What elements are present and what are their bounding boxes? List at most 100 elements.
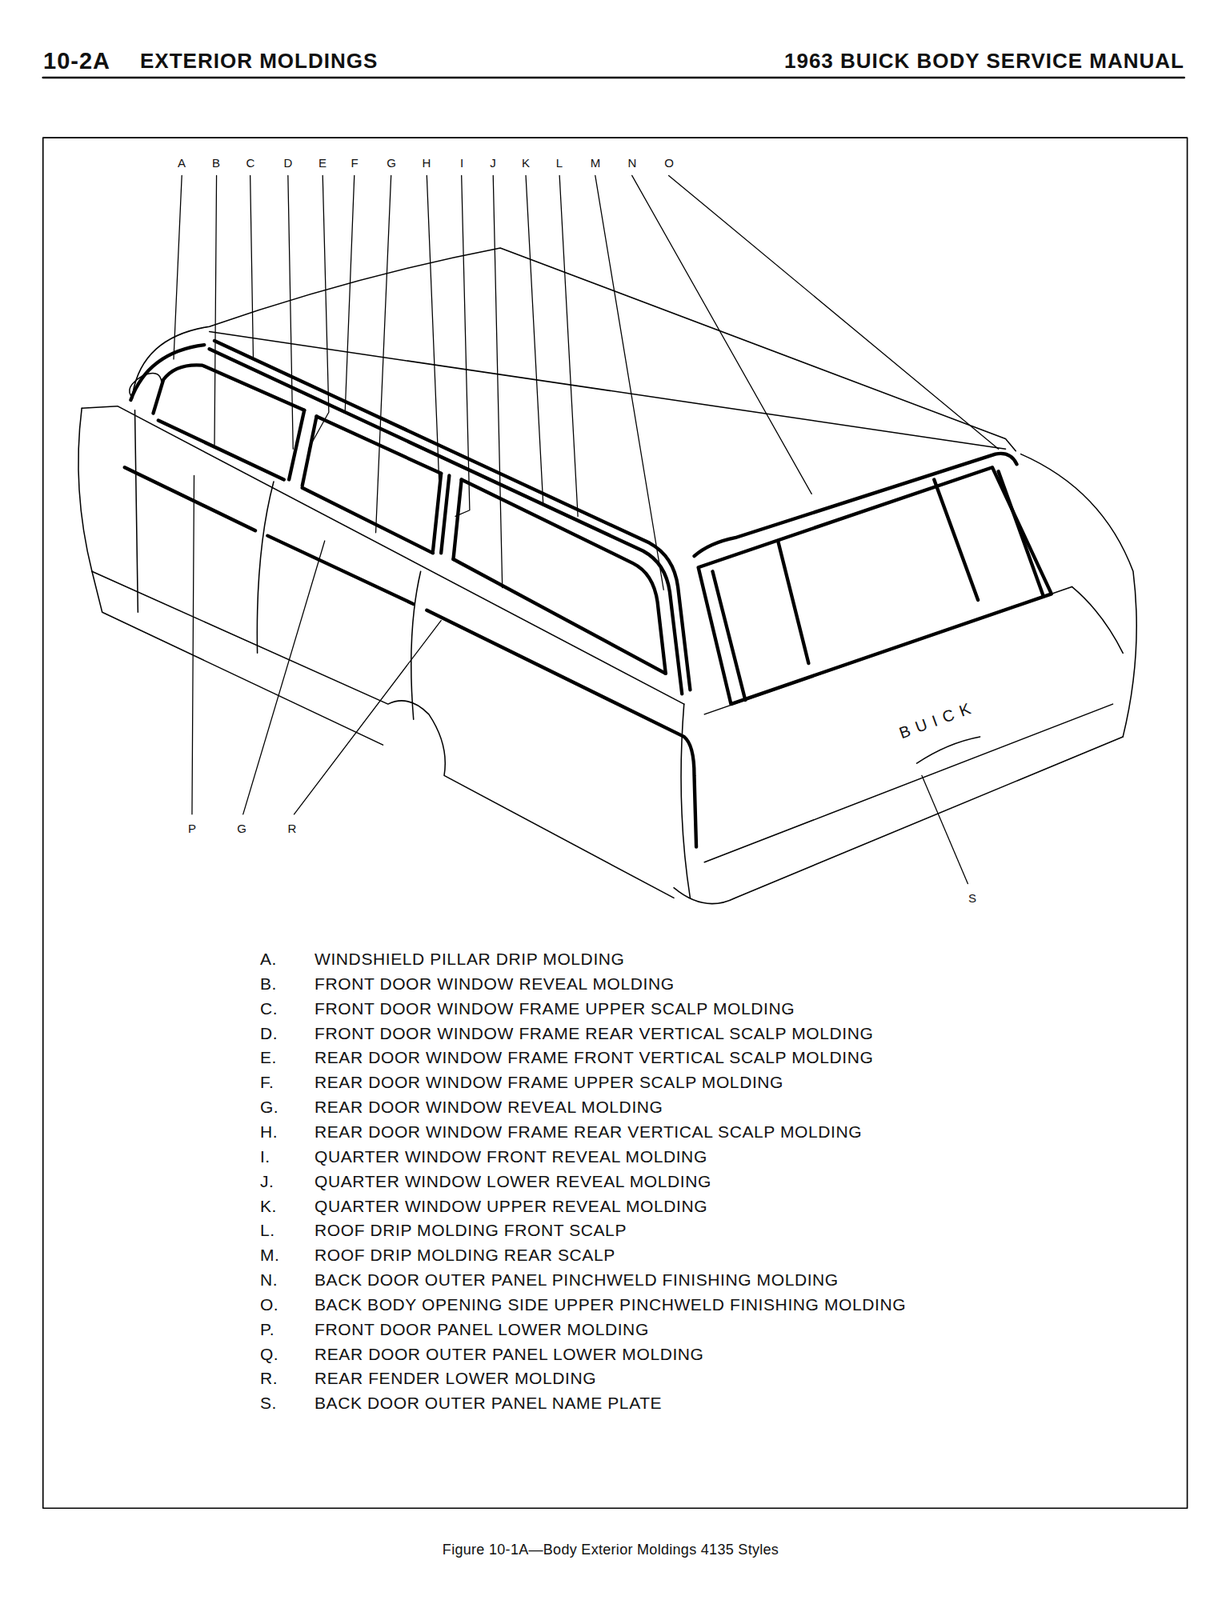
back-window-dividers: [777, 479, 978, 664]
callout-letter: R: [288, 821, 297, 836]
legend-letter: Q.: [260, 1345, 279, 1365]
leader-line: [426, 175, 439, 480]
legend-text: QUARTER WINDOW LOWER REVEAL MOLDING: [314, 1172, 712, 1192]
leader-line: [250, 175, 254, 360]
leader-line: [344, 175, 354, 410]
leader-line: [525, 175, 544, 505]
legend-letter: B.: [260, 974, 277, 994]
callout-letter: H: [422, 156, 432, 170]
fin-line: [1071, 586, 1123, 654]
legend-letter: N.: [260, 1270, 278, 1291]
legend-letter: H.: [260, 1122, 278, 1142]
callout-letter: K: [521, 156, 530, 170]
legend-letter: C.: [260, 999, 278, 1019]
legend-text: REAR FENDER LOWER MOLDING: [314, 1369, 597, 1389]
leader-line: [669, 175, 999, 449]
page-number: 10-2A: [43, 48, 111, 75]
front-window-reveal: [158, 420, 285, 481]
front-window-rear-scalp: [288, 410, 305, 481]
front-cut: [78, 408, 93, 572]
legend-letter: P.: [260, 1320, 275, 1340]
back-window-sides: [712, 471, 1043, 701]
rear-door-lower-molding: [267, 536, 413, 605]
callout-letter: G: [386, 156, 397, 170]
legend-text: FRONT DOOR WINDOW REVEAL MOLDING: [314, 974, 675, 994]
legend-letter: I.: [260, 1147, 271, 1167]
front-door-lower-molding: [124, 467, 256, 531]
legend-text: FRONT DOOR WINDOW FRAME UPPER SCALP MOLD…: [314, 999, 795, 1019]
rear-bumper: [673, 737, 1123, 905]
leader-line: [173, 175, 182, 360]
legend-text: FRONT DOOR WINDOW FRAME REAR VERTICAL SC…: [314, 1023, 874, 1043]
callout-letter: C: [246, 156, 256, 170]
callout-letter: S: [968, 891, 977, 906]
front-door-edge: [135, 410, 139, 614]
leader-line: [455, 175, 470, 517]
roof-drip: [209, 348, 683, 694]
legend-letter: F.: [260, 1073, 274, 1093]
roof-line: [209, 332, 1006, 450]
legend-letter: J.: [260, 1172, 274, 1192]
callout-letter: G: [236, 821, 247, 836]
rocker: [92, 571, 384, 746]
callout-letter: O: [664, 156, 674, 170]
manual-title: 1963 BUICK BODY SERVICE MANUAL: [784, 49, 1185, 74]
callout-letter: N: [628, 156, 638, 170]
body-outline: [78, 248, 1137, 905]
legend-text: QUARTER WINDOW UPPER REVEAL MOLDING: [314, 1196, 708, 1216]
leader-line: [921, 775, 968, 884]
callout-letter: B: [212, 156, 221, 170]
rear-window-rear-scalp: [432, 473, 449, 553]
rear-window-front-scalp: [302, 416, 317, 486]
legend-text: ROOF DRIP MOLDING REAR SCALP: [314, 1246, 616, 1266]
legend-letter: L.: [260, 1221, 276, 1241]
rear-window-reveal: [302, 488, 433, 554]
leader-line: [632, 175, 812, 494]
nameplate-text: BUICK: [897, 697, 980, 743]
legend-text: REAR DOOR OUTER PANEL LOWER MOLDING: [314, 1345, 705, 1365]
roof-outline: [132, 248, 1016, 452]
leader-line: [243, 540, 325, 815]
quarter-lower-reveal: [452, 559, 666, 674]
legend-text: BACK BODY OPENING SIDE UPPER PINCHWELD F…: [314, 1295, 906, 1315]
rear-door-rear-edge: [411, 571, 421, 720]
tailgate-handle: [917, 737, 981, 764]
back-window-molding: [698, 467, 1052, 705]
leader-line: [559, 175, 578, 517]
legend-text: REAR DOOR WINDOW FRAME REAR VERTICAL SCA…: [314, 1122, 862, 1142]
rear-corner: [681, 704, 690, 898]
quarter-front-reveal: [452, 479, 461, 559]
legend-letter: R.: [260, 1369, 278, 1389]
callout-letter: D: [284, 156, 293, 170]
leader-line: [288, 175, 293, 449]
legend-text: ROOF DRIP MOLDING FRONT SCALP: [314, 1221, 627, 1241]
legend-letter: M.: [260, 1246, 280, 1266]
quarter-upper-reveal: [461, 479, 666, 674]
rear-fin: [1021, 454, 1138, 738]
legend-text: REAR DOOR WINDOW FRAME UPPER SCALP MOLDI…: [314, 1073, 784, 1093]
legend-letter: A.: [260, 949, 277, 970]
legend-letter: G.: [260, 1097, 279, 1118]
section-title: EXTERIOR MOLDINGS: [140, 49, 378, 74]
callout-letter: L: [556, 156, 563, 170]
callout-letter: A: [177, 156, 186, 170]
legend-text: REAR DOOR WINDOW FRAME FRONT VERTICAL SC…: [314, 1048, 874, 1068]
legend-text: BACK DOOR OUTER PANEL PINCHWELD FINISHIN…: [314, 1270, 839, 1291]
callout-letter: M: [590, 156, 601, 170]
pillar-drip: [130, 344, 205, 401]
leader-line: [192, 475, 195, 814]
figure-frame: [43, 137, 1188, 1509]
legend-letter: O.: [260, 1295, 279, 1315]
legend-letter: D.: [260, 1023, 278, 1043]
leader-line: [595, 175, 664, 590]
callout-letter: E: [318, 156, 327, 170]
leader-line: [376, 175, 392, 533]
moldings: [124, 340, 1052, 848]
rear-fender-lower-molding: [426, 610, 697, 848]
leader-line: [308, 175, 329, 449]
callout-letter: I: [460, 156, 464, 170]
beltline: [81, 406, 685, 705]
legend-text: FRONT DOOR PANEL LOWER MOLDING: [314, 1320, 650, 1340]
back-door-pinchweld: [694, 453, 1018, 557]
